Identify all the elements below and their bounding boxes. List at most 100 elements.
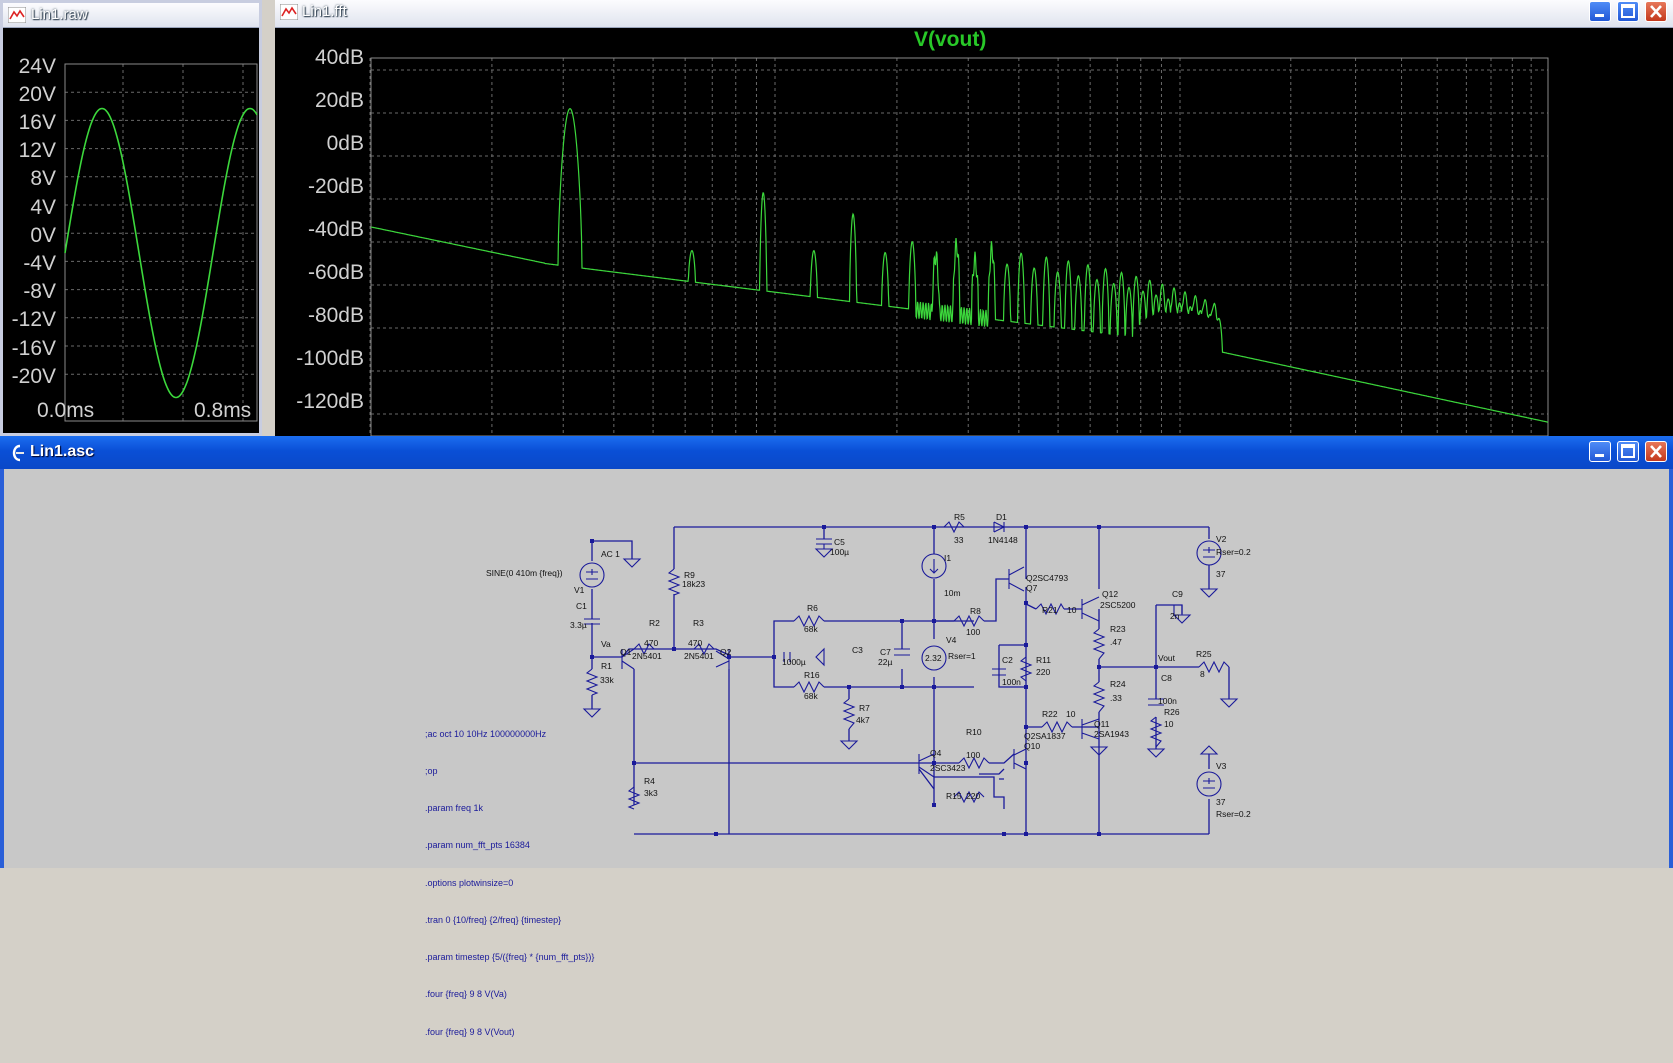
- spice-directives[interactable]: ;ac oct 10 10Hz 100000000Hz ;op .param f…: [425, 703, 594, 1063]
- spice-directive[interactable]: ;ac oct 10 10Hz 100000000Hz: [425, 728, 547, 739]
- fft-window[interactable]: Lin1.fft V(vout) 40dB 20dB 0dB -20dB -40…: [275, 0, 1673, 436]
- raw-y-tick: 16V: [18, 111, 56, 134]
- fft-y-tick: -40dB: [307, 218, 364, 241]
- label-r2-val: 470: [644, 638, 658, 648]
- fft-close-button[interactable]: [1645, 1, 1667, 22]
- label-r21: R21: [1042, 605, 1058, 615]
- label-r22-val: 10: [1066, 709, 1076, 719]
- label-r26: R26: [1164, 707, 1180, 717]
- schematic-window-title: Lin1.asc: [30, 443, 95, 460]
- label-q4: Q4: [930, 748, 942, 758]
- label-r26-val: 10: [1164, 719, 1174, 729]
- spice-directive[interactable]: ;op: [425, 766, 438, 777]
- raw-plot-svg[interactable]: [3, 28, 259, 433]
- label-c8-val: 100n: [1158, 696, 1177, 706]
- label-r8: R8: [970, 606, 981, 616]
- label-c8: C8: [1161, 673, 1172, 683]
- label-r21-val: 10: [1067, 605, 1077, 615]
- fft-y-tick: 20dB: [314, 89, 364, 112]
- minimize-icon: [1595, 454, 1604, 457]
- label-v1: V1: [574, 585, 585, 595]
- spice-directive[interactable]: .param freq 1k: [425, 803, 484, 814]
- raw-y-tick: -12V: [11, 308, 56, 331]
- raw-window[interactable]: Lin1.raw 24V 20V 16V 12V 8V 4V 0V -4V -8…: [0, 0, 262, 436]
- label-r23-val: .47: [1110, 637, 1122, 647]
- label-r16-val: 68k: [804, 691, 818, 701]
- label-r5: R5: [954, 512, 965, 522]
- label-r10-val: 100: [966, 750, 980, 760]
- label-q7-part: Q2SC4793: [1026, 573, 1068, 583]
- fft-plot-svg[interactable]: [275, 28, 1673, 436]
- schematic-window[interactable]: Lin1.asc: [0, 436, 1673, 1037]
- raw-titlebar[interactable]: Lin1.raw: [3, 3, 259, 28]
- label-r3-val: 470: [688, 638, 702, 648]
- fft-y-tick: 0dB: [326, 132, 364, 155]
- fft-y-tick: 40dB: [314, 46, 364, 69]
- fft-y-tick: -20dB: [307, 175, 364, 198]
- fft-y-tick: -80dB: [307, 304, 364, 327]
- label-vout: Vout: [1158, 653, 1176, 663]
- fft-y-tick: -60dB: [307, 261, 364, 284]
- fft-titlebar[interactable]: Lin1.fft: [275, 0, 1673, 28]
- label-c7-val: 22µ: [878, 657, 892, 667]
- fft-maximize-button[interactable]: [1617, 1, 1639, 22]
- label-r1: R1: [601, 661, 612, 671]
- label-v2-val: 37: [1216, 569, 1226, 579]
- label-v3-val: 37: [1216, 797, 1226, 807]
- label-q1-part: 2N5401: [632, 651, 662, 661]
- maximize-icon: [1621, 444, 1635, 458]
- raw-y-tick: 4V: [30, 196, 56, 219]
- schematic-maximize-button[interactable]: [1617, 441, 1639, 462]
- fft-plot-frame: [370, 57, 1549, 436]
- label-r25-val: 8: [1200, 669, 1205, 679]
- label-r7-val: 4k7: [856, 715, 870, 725]
- close-icon: [1650, 5, 1662, 18]
- label-v2: V2: [1216, 534, 1227, 544]
- label-v3: V3: [1216, 761, 1227, 771]
- label-c9: C9: [1172, 589, 1183, 599]
- label-r9: R9: [684, 570, 695, 580]
- fft-plot-area[interactable]: V(vout) 40dB 20dB 0dB -20dB -40dB -60dB …: [275, 28, 1673, 436]
- schematic-drawing[interactable]: SINE(0 410m {freq}) AC 1 V1 C1 3.3µ Va R…: [4, 469, 1669, 868]
- raw-y-tick: 8V: [30, 167, 56, 190]
- label-d1-part: 1N4148: [988, 535, 1018, 545]
- schematic-nodes: [590, 525, 1158, 836]
- label-r9-val: 18k23: [682, 579, 705, 589]
- spice-directive[interactable]: .four {freq} 9 8 V(Vout): [425, 1026, 515, 1037]
- minimize-icon: [1595, 14, 1604, 17]
- label-r1-val: 33k: [600, 675, 614, 685]
- fft-trace-title[interactable]: V(vout): [914, 28, 987, 51]
- raw-y-tick: -16V: [11, 337, 56, 360]
- fft-window-title: Lin1.fft: [302, 3, 347, 20]
- spice-directive[interactable]: .tran 0 {10/freq} {2/freq} {timestep}: [425, 914, 562, 925]
- label-r4-val: 3k3: [644, 788, 658, 798]
- label-r6: R6: [807, 603, 818, 613]
- label-i1-val: 10m: [944, 588, 961, 598]
- label-c1: C1: [576, 601, 587, 611]
- label-c5: C5: [834, 537, 845, 547]
- schematic-window-icon: [12, 444, 24, 462]
- label-r4: R4: [644, 776, 655, 786]
- schematic-titlebar[interactable]: Lin1.asc: [0, 436, 1673, 470]
- schematic-close-button[interactable]: [1645, 441, 1667, 462]
- schematic-canvas[interactable]: SINE(0 410m {freq}) AC 1 V1 C1 3.3µ Va R…: [0, 469, 1673, 1037]
- label-q11: Q11: [1094, 719, 1110, 729]
- spice-directive[interactable]: .four {freq} 9 8 V(Va): [425, 989, 507, 1000]
- label-r25: R25: [1196, 649, 1212, 659]
- fft-minimize-button[interactable]: [1589, 1, 1611, 22]
- spice-directive[interactable]: .param timestep {5/({freq} * {num_fft_pt…: [425, 952, 595, 963]
- label-q1: Q1: [620, 647, 632, 657]
- spice-directive[interactable]: .options plotwinsize=0: [425, 877, 514, 888]
- spice-directive[interactable]: .param num_fft_pts 16384: [425, 840, 530, 851]
- label-r15-val: 220: [966, 791, 980, 801]
- label-r22: R22: [1042, 709, 1058, 719]
- label-r24: R24: [1110, 679, 1126, 689]
- label-q7: Q7: [1026, 583, 1038, 593]
- label-v3-rser: Rser=0.2: [1216, 809, 1251, 819]
- raw-plot-area[interactable]: 24V 20V 16V 12V 8V 4V 0V -4V -8V -12V -1…: [3, 28, 259, 433]
- waveform-window-icon: [8, 7, 26, 23]
- label-r5-val: 33: [954, 535, 964, 545]
- label-q2-part: 2N5401: [684, 651, 714, 661]
- schematic-minimize-button[interactable]: [1589, 441, 1611, 462]
- label-v4: V4: [946, 635, 957, 645]
